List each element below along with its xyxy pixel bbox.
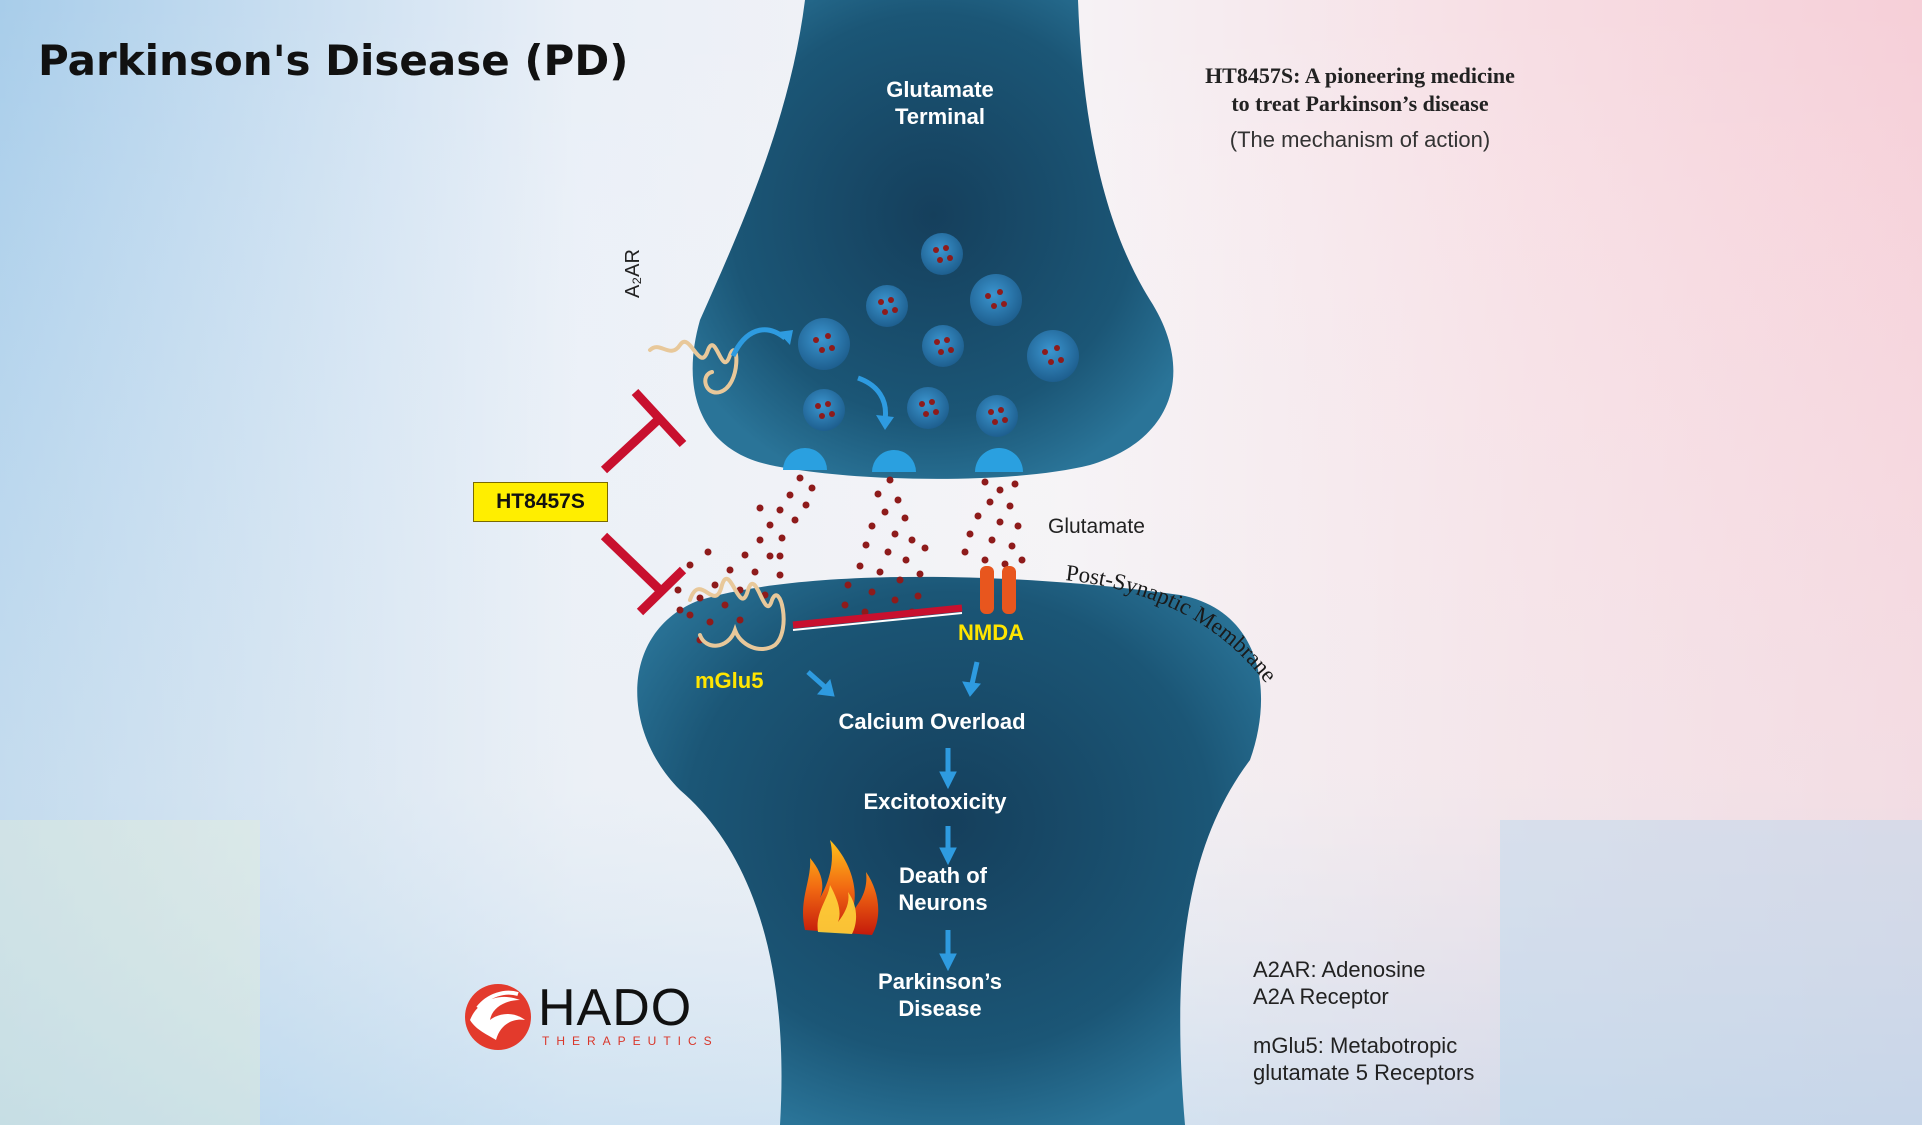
legend-a2ar-line1: A2AR: Adenosine <box>1253 957 1426 982</box>
cascade-step-parkinsons-line1: Parkinson’s <box>878 969 1002 994</box>
presynaptic-label-line2: Terminal <box>894 104 986 129</box>
drug-label: HT8457S <box>496 490 585 513</box>
cascade-arrows <box>806 661 981 972</box>
presynaptic-label-line1: Glutamate <box>886 77 994 102</box>
mglu5-nmda-link <box>792 604 963 629</box>
vesicle <box>798 318 850 370</box>
vesicle <box>970 274 1022 326</box>
legend-a2ar: A2AR: Adenosine A2A Receptor <box>1253 956 1425 1010</box>
brand-tagline: THERAPEUTICS <box>542 1034 719 1048</box>
nmda-label: NMDA <box>958 620 1024 645</box>
legend-mglu5-line1: mGlu5: Metabotropic <box>1253 1033 1458 1058</box>
legend-mglu5-line2: glutamate 5 Receptors <box>1253 1060 1475 1085</box>
arrow-icon <box>857 375 889 421</box>
drug-label-box: HT8457S <box>473 482 608 522</box>
hado-logo-icon <box>465 984 531 1050</box>
cascade-step-calcium: Calcium Overload <box>838 709 1026 734</box>
vesicle <box>922 325 964 367</box>
inhibit-a2ar <box>600 388 687 474</box>
vesicle <box>976 395 1018 437</box>
vesicle <box>803 389 845 431</box>
vesicle <box>921 233 963 275</box>
medicine-title: HT8457S: A pioneering medicine to treat … <box>1100 62 1620 118</box>
medicine-title-line2: to treat Parkinson’s disease <box>1231 91 1489 116</box>
arrow-icon <box>730 327 787 358</box>
a2ar-label: A₂AR <box>622 249 644 298</box>
cascade-step-parkinsons-line2: Disease <box>898 996 982 1021</box>
fire-icon <box>803 840 879 935</box>
cascade-step-parkinsons: Parkinson’s Disease <box>860 968 1020 1022</box>
vesicle <box>1027 330 1079 382</box>
medicine-subtitle: (The mechanism of action) <box>1229 127 1491 152</box>
page-title: Parkinson's Disease (PD) <box>38 36 629 85</box>
inhibit-mglu5 <box>600 532 687 616</box>
cascade-step-excitotoxicity: Excitotoxicity <box>863 789 1007 814</box>
vesicle <box>907 387 949 429</box>
glutamate-molecules <box>674 474 1026 644</box>
medicine-title-line1: HT8457S: A pioneering medicine <box>1205 63 1515 88</box>
cascade-step-death-line1: Death of <box>899 863 987 888</box>
vesicle <box>866 285 908 327</box>
a2ar-receptor <box>648 340 739 395</box>
nmda-receptor <box>980 566 1016 614</box>
brand-name: HADO <box>538 979 693 1037</box>
release-sites <box>783 448 1023 472</box>
legend-mglu5: mGlu5: Metabotropic glutamate 5 Receptor… <box>1253 1032 1474 1086</box>
glutamate-label: Glutamate <box>1048 515 1145 538</box>
cascade-step-death-line2: Neurons <box>898 890 988 915</box>
presynaptic-label: Glutamate Terminal <box>860 76 1020 130</box>
vesicles <box>798 233 1079 437</box>
legend-a2ar-line2: A2A Receptor <box>1253 984 1389 1009</box>
mglu5-receptor <box>688 576 786 651</box>
mglu5-label: mGlu5 <box>695 668 764 693</box>
cascade-step-death: Death of Neurons <box>870 862 1016 916</box>
